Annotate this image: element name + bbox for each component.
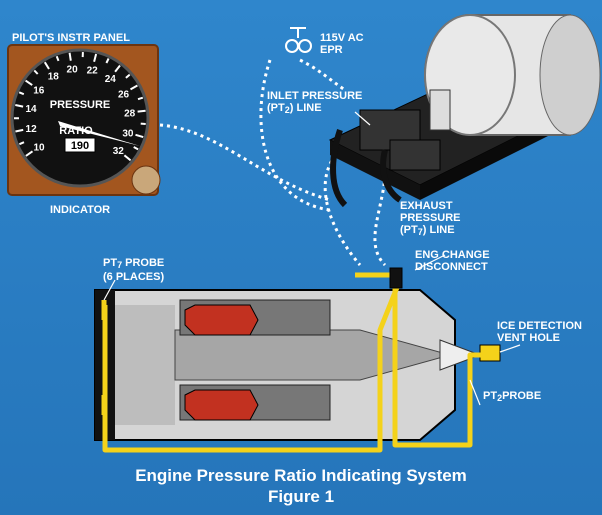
gauge-needle xyxy=(58,121,140,146)
dial-number: 20 xyxy=(67,65,79,76)
inlet-line-label: INLET PRESSURE (PT2) LINE xyxy=(267,90,362,116)
dial-number: 24 xyxy=(105,74,117,85)
dial-tick xyxy=(133,146,139,151)
dial-tick xyxy=(137,109,146,113)
dial-number: 14 xyxy=(25,104,37,115)
dial-tick xyxy=(18,91,25,96)
ice-detection-label: ICE DETECTION VENT HOLE xyxy=(497,320,582,344)
exhaust-line-2: PRESSURE xyxy=(400,212,461,224)
power-line-1: 115V AC xyxy=(320,32,364,44)
dial-tick xyxy=(19,141,25,146)
gauge-label-pressure: PRESSURE xyxy=(50,99,111,111)
caption-title: Engine Pressure Ratio Indicating System xyxy=(135,466,467,485)
dial-tick xyxy=(93,53,98,62)
dial-tick xyxy=(130,84,138,91)
indicator-label: INDICATOR xyxy=(50,204,111,216)
power-line-2: EPR xyxy=(320,44,343,56)
eng-change-1: ENG CHANGE xyxy=(415,249,490,261)
dial-tick xyxy=(105,58,110,64)
inlet-line-2: (PT2) LINE xyxy=(267,102,322,115)
dial-tick xyxy=(33,69,39,75)
dial-tick xyxy=(43,61,50,70)
pt2-probe-label: PT2PROBE xyxy=(483,390,542,403)
exhaust-line-label: EXHAUST PRESSURE (PT7) LINE xyxy=(400,200,461,238)
ice-detection-1: ICE DETECTION xyxy=(497,320,582,332)
pt7-line-2: (6 PLACES) xyxy=(103,271,165,283)
combustor-bottom xyxy=(184,389,259,421)
eng-change-label: ENG CHANGE DISCONNECT xyxy=(415,249,490,273)
dial-tick xyxy=(114,64,121,73)
dial-number: 10 xyxy=(33,143,45,154)
adjust-knob xyxy=(131,165,161,195)
exhaust-line-1: EXHAUST xyxy=(400,200,453,212)
eng-change-disconnect xyxy=(389,267,403,289)
inlet-line-1: INLET PRESSURE xyxy=(267,90,363,102)
power-label: 115V AC EPR xyxy=(320,32,364,56)
dial-tick xyxy=(25,150,34,157)
epr-transmitter xyxy=(328,14,601,208)
dial-tick xyxy=(135,133,144,139)
ice-detection-2: VENT HOLE xyxy=(497,332,560,344)
gauge-dial xyxy=(10,48,150,188)
pt7-line-1: PT7 PROBE xyxy=(103,257,165,270)
dial-tick xyxy=(15,104,24,108)
gauge-label-ratio: RATIO xyxy=(59,125,93,137)
gauge-readout-box xyxy=(64,137,96,153)
gauge-ticks xyxy=(13,52,146,162)
exhaust-line-3: (PT7) LINE xyxy=(400,224,455,237)
engine-cutaway xyxy=(94,289,501,441)
pt7-probe-label: PT7 PROBE (6 PLACES) xyxy=(103,257,164,283)
dial-number: 18 xyxy=(48,72,60,83)
caption-figure: Figure 1 xyxy=(267,487,335,506)
dial-tick xyxy=(68,52,72,61)
dial-number: 26 xyxy=(118,89,130,100)
dial-number: 30 xyxy=(122,129,134,140)
dial-number: 12 xyxy=(26,124,38,135)
leader-lines xyxy=(103,111,521,406)
eng-change-2: DISCONNECT xyxy=(415,261,488,273)
dial-tick xyxy=(15,128,24,133)
power-connector xyxy=(285,27,312,53)
panel-label: PILOT'S INSTR PANEL xyxy=(12,32,130,44)
tail-cone xyxy=(439,339,482,371)
dial-tick xyxy=(137,96,144,101)
dial-number: 22 xyxy=(87,66,99,77)
dial-tick xyxy=(55,55,60,62)
dial-number: 32 xyxy=(113,146,125,157)
dial-number: 28 xyxy=(124,109,136,120)
gauge-readout: 190 xyxy=(71,140,89,152)
dial-number: 16 xyxy=(33,86,45,97)
dial-tick xyxy=(25,79,33,86)
dial-tick xyxy=(123,154,132,162)
combustor-top xyxy=(184,304,259,336)
dial-tick xyxy=(125,73,131,79)
